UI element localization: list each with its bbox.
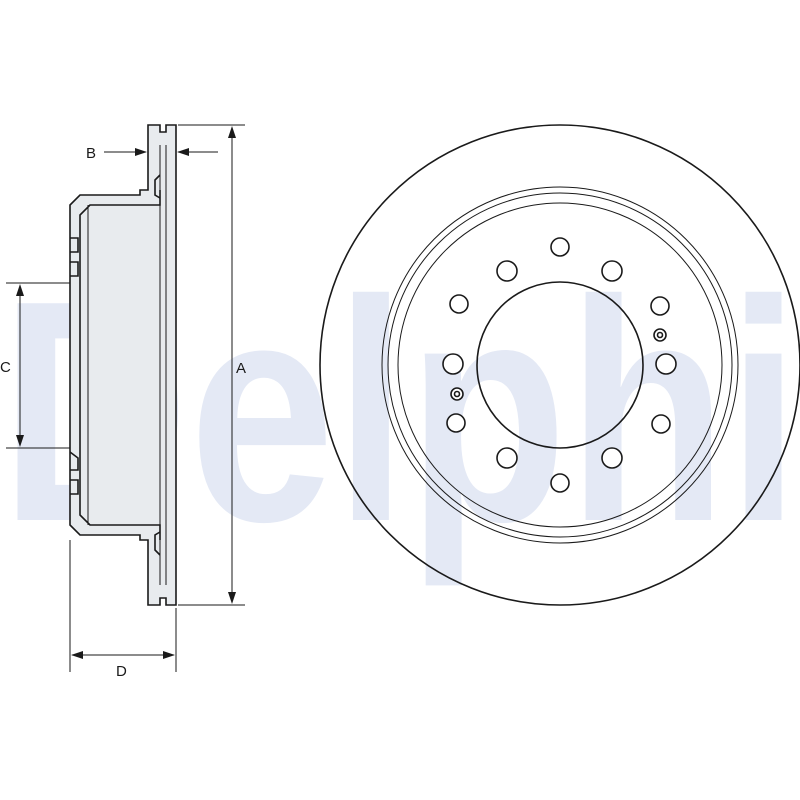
bolt-hole: [651, 414, 671, 434]
dim-b-arrow-left: [135, 148, 147, 156]
bolt-hole: [550, 473, 570, 493]
vane-bottom: [154, 531, 161, 556]
hat-outer-edge: [387, 192, 733, 538]
side-section-view: A B C D: [0, 124, 246, 680]
pilot-bump-1: [70, 237, 79, 253]
bolt-hole: [550, 237, 570, 257]
vane-top: [154, 174, 161, 199]
hat-step: [397, 202, 723, 528]
bolt-hole: [601, 260, 623, 282]
bolt-hole: [449, 294, 469, 314]
friction-ring-inner: [381, 186, 739, 544]
bolt-hole: [601, 447, 623, 469]
locating-pin-inner: [453, 390, 461, 398]
dim-d-label: D: [116, 663, 127, 680]
dim-d-arrow-right: [163, 651, 175, 659]
dim-b-arrow-right: [177, 148, 189, 156]
front-view: [319, 124, 800, 606]
dim-c-arrow-bottom: [16, 435, 24, 447]
bolt-hole: [496, 447, 518, 469]
dim-a-arrow-top: [228, 126, 236, 138]
dim-b-label: B: [86, 145, 96, 162]
center-bore: [476, 281, 644, 449]
section-profile: [69, 124, 177, 606]
locating-pin-inner: [656, 331, 664, 339]
dim-a-label: A: [236, 360, 246, 377]
dim-d-arrow-left: [71, 651, 83, 659]
bolt-hole: [446, 413, 466, 433]
dim-a-arrow-bottom: [228, 592, 236, 604]
dim-c-label: C: [0, 359, 11, 376]
pilot-bump-3: [69, 451, 79, 471]
bolt-hole: [655, 353, 677, 375]
bolt-hole: [496, 260, 518, 282]
hat-inner-line: [79, 190, 161, 540]
dim-c-arrow-top: [16, 284, 24, 296]
bolt-hole: [442, 353, 464, 375]
disc-outer-edge: [319, 124, 800, 606]
bolt-hole: [650, 296, 670, 316]
pilot-bump-2: [70, 261, 79, 277]
pilot-bump-4: [70, 479, 79, 495]
